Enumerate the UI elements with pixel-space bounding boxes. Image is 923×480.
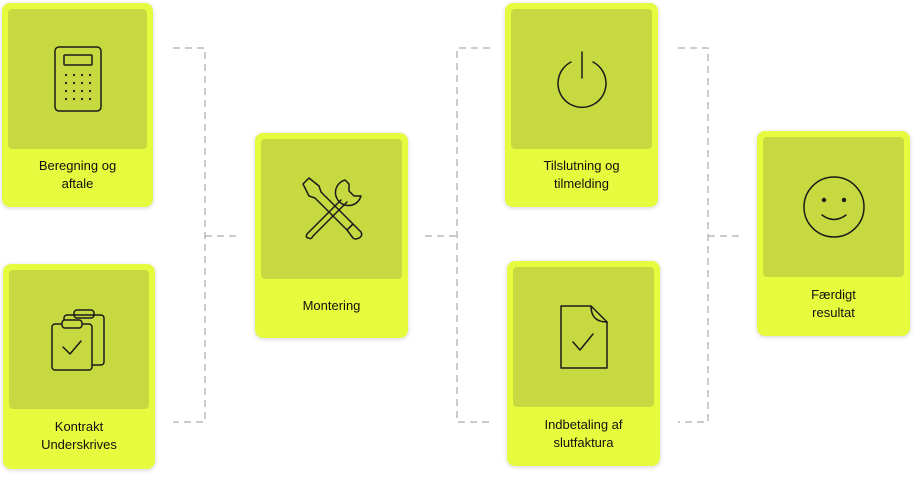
connector-bracket-1 [173, 47, 206, 423]
step-card-tilslutning: Tilslutning og tilmelding [505, 3, 658, 207]
step-label: Montering [302, 297, 361, 313]
step-card-kontrakt: Kontrakt Underskrives [3, 264, 155, 469]
step-label: Indbetaling af slutfaktura [544, 416, 623, 450]
step-card-montering: Montering [255, 133, 408, 338]
connector-bracket-3 [678, 47, 709, 423]
power-icon [556, 51, 607, 109]
step-label: Beregning og aftale [38, 158, 117, 191]
step-icon-panel [9, 270, 149, 409]
connector-bracket-2 [456, 47, 490, 423]
clipboard-check-icon [51, 308, 105, 371]
step-icon-panel [511, 9, 652, 149]
step-card-beregning: Beregning og aftale [2, 3, 153, 207]
smiley-icon [802, 176, 865, 238]
step-icon-panel [513, 267, 654, 407]
step-label: Færdigt resultat [811, 286, 856, 320]
step-card-faerdigt: Færdigt resultat [757, 131, 910, 336]
calculator-icon [53, 46, 102, 112]
step-icon-panel [8, 9, 147, 149]
step-icon-panel [261, 139, 402, 279]
step-card-indbetaling: Indbetaling af slutfaktura [507, 261, 660, 466]
tools-icon [301, 177, 362, 240]
step-label: Kontrakt Underskrives [41, 419, 117, 452]
step-label: Tilslutning og tilmelding [543, 158, 620, 191]
document-check-icon [559, 305, 608, 369]
step-icon-panel [763, 137, 904, 277]
